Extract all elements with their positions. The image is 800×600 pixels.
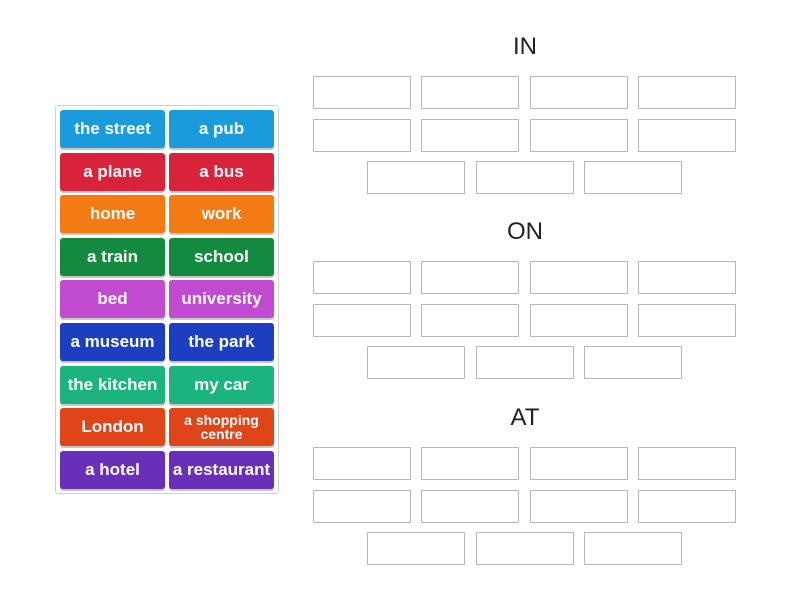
drop-slot[interactable]	[313, 261, 411, 294]
word-tile[interactable]: a bus	[169, 152, 274, 191]
word-tile[interactable]: a plane	[60, 152, 165, 191]
drop-slot[interactable]	[421, 76, 519, 109]
drop-slot[interactable]	[530, 304, 628, 337]
word-tile[interactable]: London	[60, 408, 165, 447]
word-tile[interactable]: work	[169, 195, 274, 234]
drop-slot[interactable]	[638, 261, 736, 294]
word-tile[interactable]: a restaurant	[169, 450, 274, 489]
word-tile[interactable]: home	[60, 195, 165, 234]
drop-slot[interactable]	[530, 490, 628, 523]
drop-slot[interactable]	[638, 76, 736, 109]
drop-slot[interactable]	[421, 304, 519, 337]
word-tile[interactable]: school	[169, 237, 274, 276]
drop-slot[interactable]	[584, 161, 682, 194]
drop-slot[interactable]	[476, 532, 574, 565]
drop-slot[interactable]	[584, 346, 682, 379]
word-tile[interactable]: a pub	[169, 110, 274, 148]
drop-slot[interactable]	[638, 490, 736, 523]
drop-slot[interactable]	[313, 490, 411, 523]
drop-slot[interactable]	[313, 119, 411, 152]
word-tile[interactable]: the street	[60, 110, 165, 148]
group-title: IN	[513, 33, 537, 60]
word-tile[interactable]: bed	[60, 280, 165, 319]
drop-slot[interactable]	[313, 304, 411, 337]
group-title: AT	[510, 404, 540, 431]
word-tile[interactable]: a train	[60, 237, 165, 276]
group-title: ON	[507, 218, 543, 245]
drop-slot[interactable]	[476, 161, 574, 194]
drop-slot[interactable]	[421, 490, 519, 523]
drop-slot[interactable]	[530, 447, 628, 480]
drop-slot[interactable]	[313, 447, 411, 480]
drop-slot[interactable]	[367, 532, 465, 565]
word-tile[interactable]: university	[169, 280, 274, 319]
word-tile[interactable]: a shopping centre	[169, 408, 274, 447]
drop-slot[interactable]	[313, 76, 411, 109]
word-tile[interactable]: the park	[169, 323, 274, 361]
drop-slot[interactable]	[530, 261, 628, 294]
drop-slot[interactable]	[367, 161, 465, 194]
drop-slot[interactable]	[530, 119, 628, 152]
drop-slot[interactable]	[638, 119, 736, 152]
drop-slot[interactable]	[638, 304, 736, 337]
drop-slot[interactable]	[421, 119, 519, 152]
word-tile[interactable]: my car	[169, 365, 274, 404]
drop-slot[interactable]	[584, 532, 682, 565]
drop-slot[interactable]	[638, 447, 736, 480]
drop-slot[interactable]	[421, 261, 519, 294]
drop-slot[interactable]	[530, 76, 628, 109]
drop-slot[interactable]	[367, 346, 465, 379]
word-tile[interactable]: a hotel	[60, 450, 165, 489]
drop-slot[interactable]	[421, 447, 519, 480]
word-tile[interactable]: a museum	[60, 323, 165, 361]
word-tile[interactable]: the kitchen	[60, 365, 165, 404]
drop-slot[interactable]	[476, 346, 574, 379]
